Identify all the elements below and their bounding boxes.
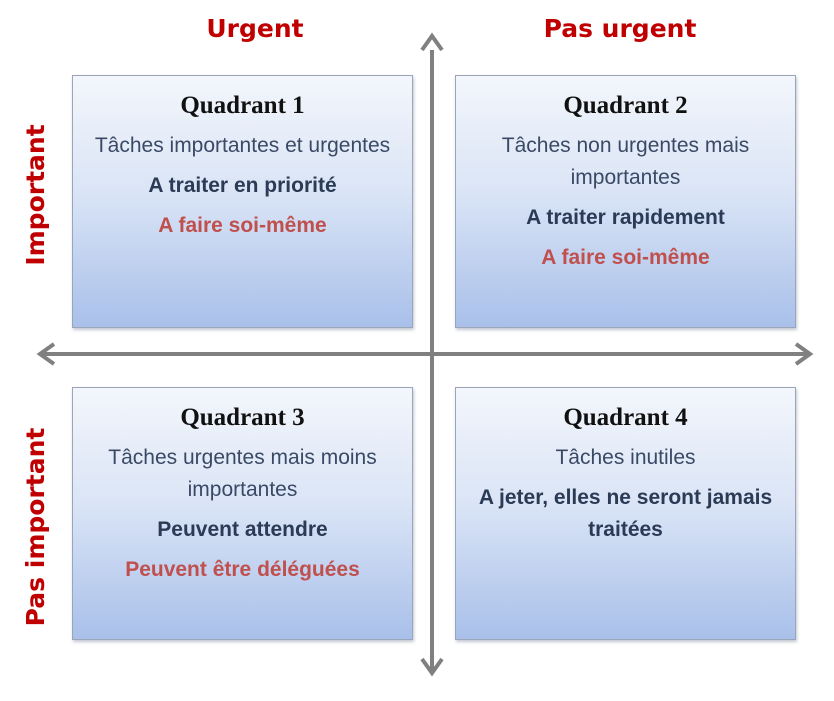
quadrant-delegation: Peuvent être déléguées: [125, 558, 360, 581]
quadrant-delegation: A faire soi-même: [158, 214, 327, 237]
column-header-not-urgent: Pas urgent: [543, 14, 697, 43]
quadrant-description: Tâches urgentes mais moins importantes: [108, 446, 377, 501]
quadrant-3: Quadrant 3 Tâches urgentes mais moins im…: [72, 387, 413, 640]
horizontal-axis: [36, 342, 814, 366]
quadrant-title: Quadrant 4: [563, 404, 688, 431]
quadrant-description: Tâches importantes et urgentes: [94, 134, 391, 157]
quadrant-description: Tâches non urgentes mais importantes: [501, 134, 750, 189]
arrow-right-icon: [794, 342, 814, 366]
quadrant-delegation: A faire soi-même: [541, 246, 710, 269]
quadrant-title: Quadrant 3: [180, 404, 305, 431]
quadrant-description: Tâches inutiles: [555, 446, 696, 469]
row-header-important: Important: [21, 124, 50, 266]
quadrant-action: Peuvent attendre: [157, 518, 328, 541]
column-header-urgent: Urgent: [206, 14, 304, 43]
arrow-left-icon: [36, 342, 56, 366]
quadrant-action: A traiter en priorité: [148, 174, 337, 197]
quadrant-title: Quadrant 1: [180, 92, 305, 119]
quadrant-action: A jeter, elles ne seront jamais traitées: [478, 486, 773, 541]
row-header-not-important: Pas important: [21, 427, 50, 627]
quadrant-1: Quadrant 1 Tâches importantes et urgente…: [72, 75, 413, 328]
quadrant-4: Quadrant 4 Tâches inutiles A jeter, elle…: [455, 387, 796, 640]
quadrant-action: A traiter rapidement: [526, 206, 725, 229]
quadrant-2: Quadrant 2 Tâches non urgentes mais impo…: [455, 75, 796, 328]
arrow-down-icon: [420, 657, 444, 677]
quadrant-title: Quadrant 2: [563, 92, 688, 119]
vertical-axis: [420, 32, 444, 677]
arrow-up-icon: [420, 32, 444, 52]
